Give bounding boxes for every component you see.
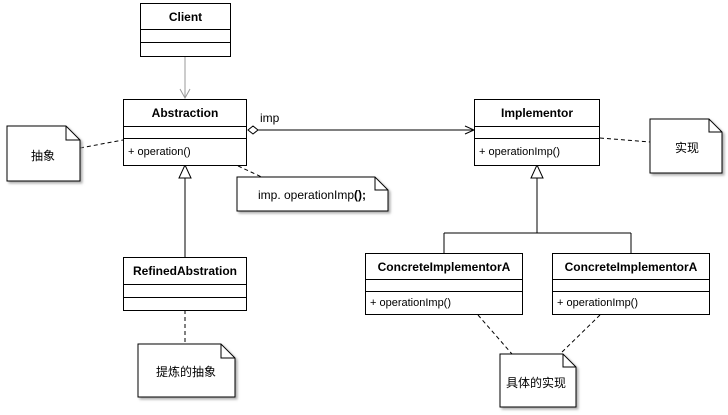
class-refined-operations (124, 298, 246, 310)
note-implementor-text: 实现 (675, 141, 700, 155)
note-code-text: imp. operationImp(); (258, 188, 366, 202)
class-implementor-attributes (475, 127, 599, 139)
note-connectors (79, 137, 651, 355)
class-abstraction-operation: + operation() (128, 146, 191, 158)
class-client[interactable]: Client (140, 3, 231, 57)
class-concrete-implementor-a-1[interactable]: ConcreteImplementorA + operationImp() (365, 253, 523, 315)
imp-association (247, 125, 476, 135)
class-concrete-a1-operation: + operationImp() (370, 297, 452, 309)
class-concrete-a2-attributes (553, 280, 709, 292)
class-client-operations (141, 43, 230, 56)
class-concrete-a1-name: ConcreteImplementorA (366, 254, 522, 280)
class-concrete-a1-attributes (366, 280, 522, 292)
note-abstraction-text: 抽象 (31, 149, 56, 163)
class-refined-attributes (124, 285, 246, 298)
class-client-name: Client (141, 4, 230, 30)
class-concrete-a2-name: ConcreteImplementorA (553, 254, 709, 280)
class-abstraction-name: Abstraction (124, 100, 246, 127)
class-refined-abstraction[interactable]: RefinedAbstration (123, 257, 247, 311)
class-implementor-name: Implementor (475, 100, 599, 127)
class-concrete-implementor-a-2[interactable]: ConcreteImplementorA + operationImp() (552, 253, 710, 315)
note-refined-text: 提炼的抽象 (156, 365, 217, 379)
note-code-call: imp. operationImp (258, 188, 355, 202)
class-refined-name: RefinedAbstration (124, 258, 246, 285)
class-concrete-a2-operation: + operationImp() (557, 297, 639, 309)
note-implementor (649, 118, 723, 174)
concrete-generalization (443, 163, 632, 253)
note-concrete (499, 353, 577, 408)
class-client-attributes (141, 30, 230, 43)
note-abstraction (6, 125, 81, 182)
class-implementor[interactable]: Implementor + operationImp() (474, 99, 600, 166)
class-implementor-operation: + operationImp() (479, 146, 561, 158)
note-refined (137, 343, 236, 398)
class-abstraction[interactable]: Abstraction + operation() (123, 99, 247, 166)
association-label-imp: imp (260, 111, 280, 125)
refined-generalization (178, 163, 192, 257)
note-code (236, 176, 389, 212)
note-concrete-text: 具体的实现 (506, 376, 567, 390)
client-dependency-arrow (179, 56, 191, 100)
class-abstraction-attributes (124, 127, 246, 139)
note-code-parens: (); (354, 188, 367, 202)
